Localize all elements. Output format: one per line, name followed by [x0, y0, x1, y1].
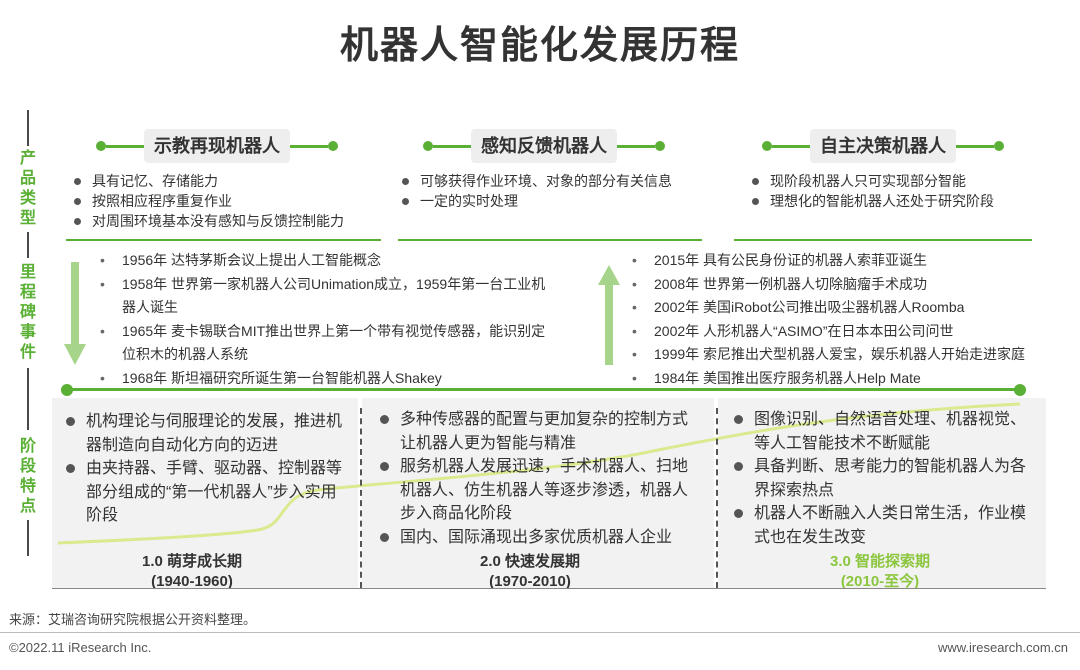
column-1-underline	[66, 239, 381, 241]
axis-line-bottom	[27, 520, 29, 556]
list-item: 机构理论与伺服理论的发展，推进机器制造向自动化方向的迈进	[62, 410, 350, 457]
list-item: 按照相应程序重复作业	[70, 191, 380, 211]
footer-website: www.iresearch.com.cn	[937, 640, 1068, 655]
stage-name: 2.0 快速发展期	[479, 553, 581, 570]
timeline-line	[66, 388, 1020, 391]
content-baseline	[52, 588, 1046, 589]
row-label-product-type: 产品类型	[19, 150, 36, 227]
column-2-bullets: 可够获得作业环境、对象的部分有关信息 一定的实时处理	[398, 171, 698, 211]
header-connector	[106, 144, 144, 148]
stage-2-features: 多种传感器的配置与更加复杂的控制方式让机器人更为智能与精准 服务机器人发展迅速，…	[376, 408, 694, 549]
stage-divider	[716, 408, 718, 588]
event-item: 1984年 美国推出医疗服务机器人Help Mate	[628, 367, 1078, 391]
column-3-underline	[734, 239, 1032, 241]
stage-name: 1.0 萌芽成长期	[141, 553, 243, 570]
header-connector	[617, 144, 655, 148]
header-connector	[433, 144, 471, 148]
header-connector	[290, 144, 328, 148]
list-item: 可够获得作业环境、对象的部分有关信息	[398, 171, 698, 191]
event-item: 1965年 麦卡锡联合MIT推出世界上第一个带有视觉传感器，能识别定位积木的机器…	[96, 320, 558, 367]
header-dot-icon	[328, 141, 338, 151]
header-pill: 示教再现机器人	[144, 129, 290, 163]
header-connector	[956, 144, 994, 148]
header-dot-icon	[994, 141, 1004, 151]
list-item: 一定的实时处理	[398, 191, 698, 211]
stage-background-2	[362, 398, 714, 588]
header-dot-icon	[96, 141, 106, 151]
column-header-3: 自主决策机器人	[762, 129, 1004, 163]
row-label-milestone-events: 里程碑事件	[19, 264, 36, 361]
row-label-stage-features: 阶段特点	[19, 438, 36, 515]
header-dot-icon	[423, 141, 433, 151]
header-pill: 感知反馈机器人	[471, 129, 617, 163]
event-item: 2002年 人形机器人“ASIMO”在日本本田公司问世	[628, 320, 1078, 344]
stage-1-features: 机构理论与伺服理论的发展，推进机器制造向自动化方向的迈进 由夹持器、手臂、驱动器…	[62, 410, 350, 528]
stage-divider	[360, 408, 362, 588]
stage-2-period: 2.0 快速发展期 (1970-2010)	[430, 552, 630, 592]
stage-years: (2010-至今)	[840, 573, 920, 590]
list-item: 对周围环境基本没有感知与反馈控制能力	[70, 211, 380, 231]
event-item: 1958年 世界第一家机器人公司Unimation成立，1959年第一台工业机器…	[96, 273, 558, 320]
stage-3-period: 3.0 智能探索期 (2010-至今)	[780, 552, 980, 592]
event-item: 1999年 索尼推出犬型机器人爱宝，娱乐机器人开始走进家庭	[628, 343, 1078, 367]
arrow-down-icon	[64, 262, 86, 365]
growth-curve	[58, 402, 1021, 545]
list-item: 国内、国际涌现出多家优质机器人企业	[376, 526, 694, 550]
event-item: 1968年 斯坦福研究所诞生第一台智能机器人Shakey	[96, 367, 558, 391]
column-header-1: 示教再现机器人	[96, 129, 338, 163]
events-right-list: 2015年 具有公民身份证的机器人索菲亚诞生 2008年 世界第一例机器人切除脑…	[628, 249, 1078, 390]
stage-3-features: 图像识别、自然语音处理、机器视觉、等人工智能技术不断赋能 具备判断、思考能力的智…	[730, 408, 1036, 549]
source-note: 来源：艾瑞咨询研究院根据公开资料整理。	[9, 612, 257, 627]
header-pill: 自主决策机器人	[810, 129, 956, 163]
stage-years: (1970-2010)	[489, 573, 571, 590]
event-item: 2002年 美国iRobot公司推出吸尘器机器人Roomba	[628, 296, 1078, 320]
column-3-bullets: 现阶段机器人只可实现部分智能 理想化的智能机器人还处于研究阶段	[748, 171, 1048, 211]
header-dot-icon	[762, 141, 772, 151]
list-item: 由夹持器、手臂、驱动器、控制器等部分组成的“第一代机器人”步入实用阶段	[62, 457, 350, 528]
axis-line-top	[27, 110, 29, 146]
stage-name: 3.0 智能探索期	[829, 553, 931, 570]
list-item: 具有记忆、存储能力	[70, 171, 380, 191]
timeline-end-dot-icon	[1014, 384, 1026, 396]
column-2-underline	[398, 239, 702, 241]
footer-copyright: ©2022.11 iResearch Inc.	[9, 640, 152, 655]
stage-years: (1940-1960)	[151, 573, 233, 590]
header-connector	[772, 144, 810, 148]
events-left-list: 1956年 达特茅斯会议上提出人工智能概念 1958年 世界第一家机器人公司Un…	[96, 249, 558, 390]
list-item: 现阶段机器人只可实现部分智能	[748, 171, 1048, 191]
list-item: 服务机器人发展迅速，手术机器人、扫地机器人、仿生机器人等逐步渗透，机器人步入商品…	[376, 455, 694, 526]
column-header-2: 感知反馈机器人	[423, 129, 665, 163]
list-item: 多种传感器的配置与更加复杂的控制方式让机器人更为智能与精准	[376, 408, 694, 455]
list-item: 图像识别、自然语音处理、机器视觉、等人工智能技术不断赋能	[730, 408, 1036, 455]
stage-1-period: 1.0 萌芽成长期 (1940-1960)	[92, 552, 292, 592]
axis-line-mid1	[27, 232, 29, 258]
list-item: 理想化的智能机器人还处于研究阶段	[748, 191, 1048, 211]
column-1-bullets: 具有记忆、存储能力 按照相应程序重复作业 对周围环境基本没有感知与反馈控制能力	[70, 171, 380, 231]
arrow-up-icon	[598, 265, 620, 365]
header-dot-icon	[655, 141, 665, 151]
list-item: 机器人不断融入人类日常生活，作业模式也在发生改变	[730, 502, 1036, 549]
axis-line-mid2	[27, 368, 29, 430]
event-item: 2008年 世界第一例机器人切除脑瘤手术成功	[628, 273, 1078, 297]
timeline-start-dot-icon	[61, 384, 73, 396]
page-title: 机器人智能化发展历程	[339, 25, 740, 67]
event-item: 2015年 具有公民身份证的机器人索菲亚诞生	[628, 249, 1078, 273]
list-item: 具备判断、思考能力的智能机器人为各界探索热点	[730, 455, 1036, 502]
footer-divider	[0, 632, 1080, 633]
event-item: 1956年 达特茅斯会议上提出人工智能概念	[96, 249, 558, 273]
